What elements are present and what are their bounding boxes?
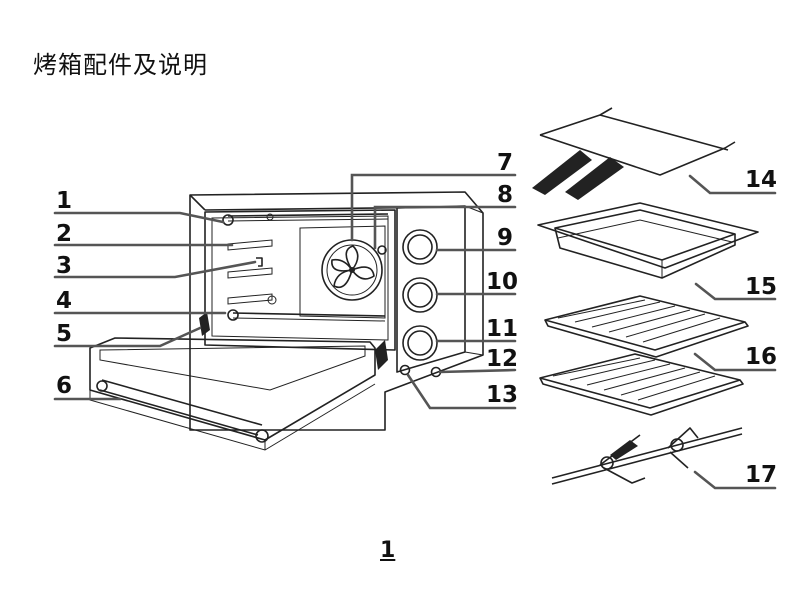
callout-number: 1 xyxy=(56,188,72,214)
callout-number: 10 xyxy=(486,269,518,295)
baking-tray-accessory xyxy=(537,202,759,279)
wire-rack-lower xyxy=(539,353,744,416)
page-number: 1 xyxy=(380,538,396,563)
callout-number: 3 xyxy=(56,253,72,279)
oven-lamp xyxy=(377,245,387,255)
callout-number: 8 xyxy=(497,182,513,208)
control-knobs xyxy=(402,229,438,361)
callout-number: 7 xyxy=(497,150,513,176)
callout-number: 15 xyxy=(745,274,777,300)
door-handle xyxy=(96,379,269,443)
callout-number: 4 xyxy=(56,288,72,314)
wire-rack-upper xyxy=(544,295,749,358)
callout-number: 16 xyxy=(745,344,777,370)
indicator-light-left xyxy=(399,364,411,376)
callout-numbers: 1 2 3 4 5 6 7 8 9 10 11 12 13 14 15 16 1… xyxy=(56,150,777,488)
tray-handle-accessory xyxy=(532,107,736,200)
door xyxy=(89,337,376,451)
rotisserie-spit-accessory xyxy=(551,427,743,485)
rack-guides xyxy=(227,239,273,305)
callout-number: 13 xyxy=(486,382,518,408)
convection-fan xyxy=(321,239,383,301)
oven-illustration xyxy=(89,191,484,451)
callout-number: 11 xyxy=(486,316,518,342)
callout-number: 2 xyxy=(56,221,72,247)
upper-heating-element xyxy=(222,213,389,226)
page-title: 烤箱配件及说明 xyxy=(33,51,208,79)
callout-number: 5 xyxy=(56,321,72,347)
leader-lines xyxy=(53,173,777,490)
callout-number: 9 xyxy=(497,225,513,251)
lower-heating-element xyxy=(227,295,386,322)
callout-number: 12 xyxy=(486,346,518,372)
callout-number: 6 xyxy=(56,373,72,399)
callout-number: 14 xyxy=(745,167,777,193)
callout-number: 17 xyxy=(745,462,777,488)
